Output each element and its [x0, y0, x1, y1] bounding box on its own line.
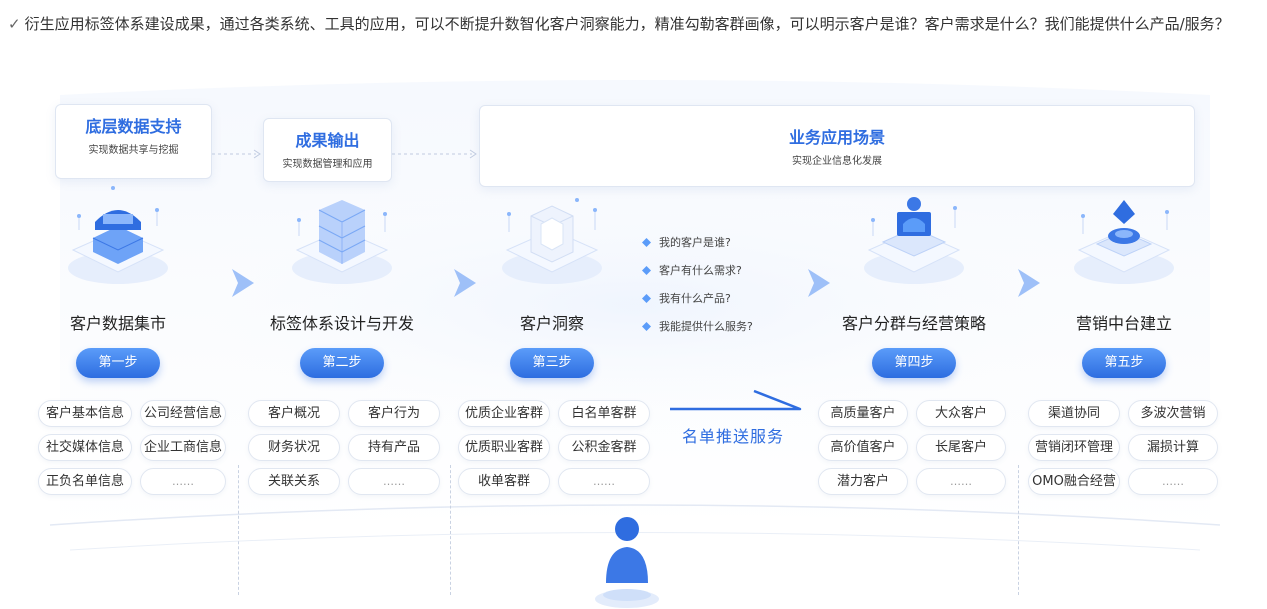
tag: 白名单客群	[558, 400, 650, 427]
tag: 大众客户	[916, 400, 1006, 427]
tags-data-mart: 客户基本信息 公司经营信息 社交媒体信息 企业工商信息 正负名单信息 ……	[38, 400, 226, 495]
tag: 公司经营信息	[140, 400, 226, 427]
column-title: 客户数据集市	[69, 314, 166, 333]
tag: 优质企业客群	[458, 400, 550, 427]
tag: OMO融合经营	[1028, 468, 1120, 495]
divider	[238, 465, 239, 595]
diamond-bullet-icon	[642, 322, 651, 331]
user-avatar-icon	[595, 517, 659, 608]
tag: 长尾客户	[916, 434, 1006, 461]
flow-arrow-icon	[454, 269, 476, 297]
question-text: 我能提供什么服务?	[659, 320, 753, 333]
step-3-badge[interactable]: 第三步	[510, 348, 594, 378]
tag-more: ……	[140, 468, 226, 495]
diamond-bullet-icon	[642, 238, 651, 247]
question-text: 我的客户是谁?	[659, 236, 731, 249]
check-icon: ✓	[8, 15, 21, 33]
header-connector-1	[212, 149, 261, 159]
flow-arrow-icon	[808, 269, 830, 297]
push-service-label: 名单推送服务	[682, 427, 785, 446]
tag-more: ……	[916, 468, 1006, 495]
tag: 营销闭环管理	[1028, 434, 1120, 461]
header-title: 成果输出	[295, 131, 360, 150]
tags-customer-insight: 优质企业客群 白名单客群 优质职业客群 公积金客群 收单客群 ……	[458, 400, 650, 495]
tag-more: ……	[1128, 468, 1218, 495]
tag: 漏损计算	[1128, 434, 1218, 461]
column-title: 客户洞察	[519, 314, 584, 333]
tag: 财务状况	[248, 434, 340, 461]
header-connector-2	[392, 149, 477, 159]
tag: 企业工商信息	[140, 434, 226, 461]
flow-arrow-icon	[232, 269, 254, 297]
header-subtitle: 实现数据共享与挖掘	[88, 145, 179, 156]
tag-more: ……	[348, 468, 440, 495]
column-marketing-platform: 营销中台建立 第五步	[1024, 180, 1224, 378]
tag: 客户基本信息	[38, 400, 132, 427]
diamond-bullet-icon	[642, 266, 651, 275]
header-title: 业务应用场景	[788, 128, 885, 147]
tag: 关联关系	[248, 468, 340, 495]
tag: 公积金客群	[558, 434, 650, 461]
header-business-scenarios: 业务应用场景 实现企业信息化发展	[479, 105, 1195, 187]
column-title: 营销中台建立	[1075, 314, 1172, 333]
intro-text: 衍生应用标签体系建设成果，通过各类系统、工具的应用，可以不断提升数智化客户洞察能…	[24, 15, 1230, 33]
step-1-badge[interactable]: 第一步	[76, 348, 160, 378]
column-title: 客户分群与经营策略	[841, 314, 986, 333]
divider	[1018, 465, 1019, 595]
header-data-support: 底层数据支持 实现数据共享与挖掘	[55, 104, 212, 179]
tags-segmentation: 高质量客户 大众客户 高价值客户 长尾客户 潜力客户 ……	[818, 400, 1006, 495]
question-item: 客户有什么需求?	[642, 263, 802, 291]
step-4-badge[interactable]: 第四步	[872, 348, 956, 378]
tag: 持有产品	[348, 434, 440, 461]
marketing-platform-illustration	[1074, 200, 1174, 284]
column-customer-insight: 客户洞察 第三步	[452, 180, 652, 378]
flow-arrow-icon	[1018, 269, 1040, 297]
question-item: 我的客户是谁?	[642, 235, 802, 263]
tag: 正负名单信息	[38, 468, 132, 495]
tag: 高价值客户	[818, 434, 908, 461]
question-item: 我有什么产品?	[642, 291, 802, 319]
tag: 客户概况	[248, 400, 340, 427]
tag: 社交媒体信息	[38, 434, 132, 461]
tags-marketing-platform: 渠道协同 多波次营销 营销闭环管理 漏损计算 OMO融合经营 ……	[1028, 400, 1218, 495]
tag-system-illustration	[292, 200, 392, 284]
column-segmentation: 客户分群与经营策略 第四步	[814, 180, 1014, 378]
tags-tag-system: 客户概况 客户行为 财务状况 持有产品 关联关系 ……	[248, 400, 440, 495]
tag-more: ……	[558, 468, 650, 495]
tag: 潜力客户	[818, 468, 908, 495]
column-data-mart: 客户数据集市 第一步	[18, 180, 218, 378]
question-item: 我能提供什么服务?	[642, 319, 802, 347]
push-arrow-icon	[670, 389, 802, 411]
tag: 优质职业客群	[458, 434, 550, 461]
divider	[450, 465, 451, 595]
question-text: 客户有什么需求?	[659, 264, 742, 277]
data-mart-illustration	[68, 186, 168, 284]
tag: 客户行为	[348, 400, 440, 427]
segmentation-illustration	[864, 197, 964, 284]
question-text: 我有什么产品?	[659, 292, 731, 305]
step-5-badge[interactable]: 第五步	[1082, 348, 1166, 378]
header-title: 底层数据支持	[85, 117, 182, 136]
tag: 渠道协同	[1028, 400, 1120, 427]
tag: 收单客群	[458, 468, 550, 495]
header-subtitle: 实现数据管理和应用	[282, 159, 373, 170]
column-tag-system: 标签体系设计与开发 第二步	[242, 180, 442, 378]
tag: 多波次营销	[1128, 400, 1218, 427]
customer-insight-illustration	[502, 198, 602, 284]
diagram-stage: 底层数据支持 实现数据共享与挖掘 成果输出 实现数据管理和应用 业务应用场景 实…	[20, 75, 1250, 609]
intro-paragraph: ✓衍生应用标签体系建设成果，通过各类系统、工具的应用，可以不断提升数智化客户洞察…	[8, 12, 1258, 37]
diamond-bullet-icon	[642, 294, 651, 303]
step-2-badge[interactable]: 第二步	[300, 348, 384, 378]
header-subtitle: 实现企业信息化发展	[792, 156, 882, 167]
tag: 高质量客户	[818, 400, 908, 427]
header-output: 成果输出 实现数据管理和应用	[263, 118, 392, 182]
column-title: 标签体系设计与开发	[269, 314, 414, 333]
insight-questions: 我的客户是谁? 客户有什么需求? 我有什么产品? 我能提供什么服务?	[642, 235, 802, 347]
